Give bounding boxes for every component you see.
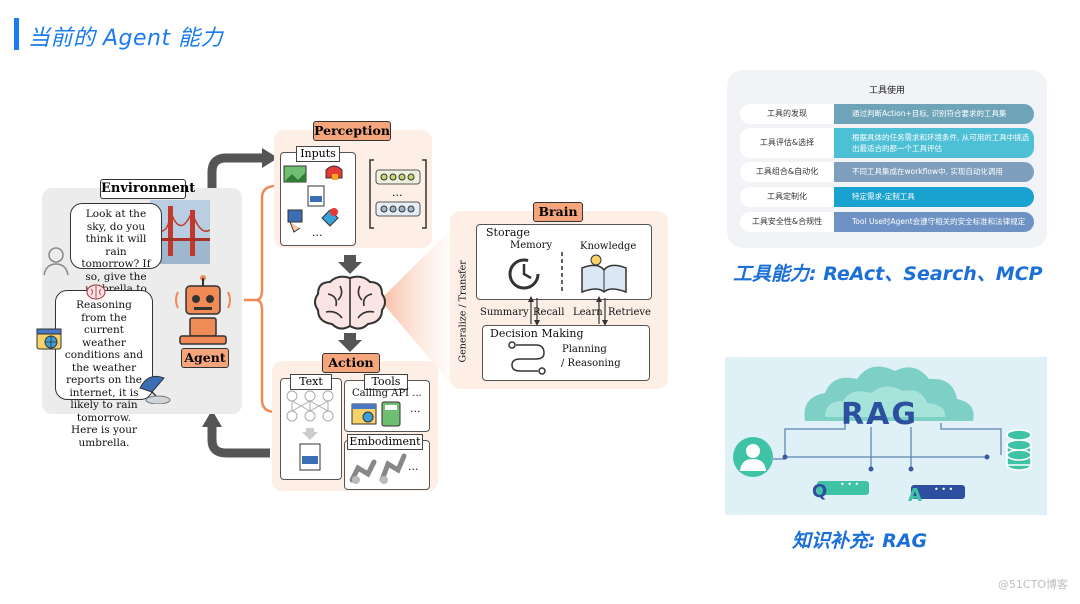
- decision-making-label: Decision Making: [490, 327, 584, 340]
- encoder-ellipsis: ...: [392, 186, 403, 199]
- brain-flow-arrows: [528, 296, 608, 326]
- agent-label: Agent: [181, 348, 229, 368]
- tool-row-desc: 根据具体的任务需求和环境条件, 从可用的工具中挑选出最适合的那一个工具评估: [834, 128, 1034, 158]
- reasoning-label: / Reasoning: [561, 358, 621, 369]
- summary-label: Summary: [480, 307, 529, 318]
- title-accent-bar: [14, 18, 19, 50]
- planning-path-icon: [508, 341, 546, 375]
- generalize-transfer-label: Generalize / Transfer: [457, 260, 469, 363]
- action-label: Action: [322, 353, 380, 373]
- text-action-label: Text: [290, 374, 332, 390]
- tool-row-name: 工具组合&自动化: [740, 162, 834, 182]
- calling-api-label: Calling API ...: [352, 388, 422, 399]
- memory-label: Memory: [510, 240, 553, 251]
- rag-label: RAG: [841, 397, 918, 432]
- inputs-ellipsis: ...: [312, 226, 323, 239]
- rag-a-dots: • • •: [934, 485, 954, 494]
- watermark: @51CTO博客: [997, 578, 1068, 591]
- perception-encoder-icon: [369, 159, 427, 229]
- rag-q-label: Q: [812, 481, 828, 502]
- embodiment-label: Embodiment: [347, 434, 423, 450]
- perception-label: Perception: [313, 121, 391, 141]
- tool-use-title: 工具使用: [868, 86, 905, 96]
- tool-row-name: 工具评估&选择: [740, 128, 834, 158]
- tool-row-desc: Tool Use时Agent会遵守相关的安全标准和法律规定: [834, 212, 1034, 232]
- tool-row-name: 工具定制化: [740, 187, 834, 207]
- knowledge-label: Knowledge: [580, 241, 637, 252]
- text-network-icon: [286, 390, 334, 471]
- tools-ellipsis: ...: [410, 402, 421, 415]
- tool-row-name: 工具的发现: [740, 104, 834, 124]
- tool-row-name: 工具安全性&合规性: [740, 212, 834, 232]
- environment-label: Environment: [100, 179, 195, 199]
- decision-making-box: [482, 325, 650, 381]
- rag-illustration: [733, 366, 1032, 499]
- robot-arm-icons: [349, 453, 407, 484]
- page-title: 当前的 Agent 能力: [28, 26, 224, 51]
- rag-q-dots: • • •: [840, 480, 860, 489]
- tools-label: Tools: [364, 374, 408, 390]
- storage-label: Storage: [486, 226, 530, 239]
- brain-small-icon: [86, 284, 106, 300]
- person-icon: [43, 247, 69, 276]
- retrieve-label: Retrieve: [608, 307, 651, 318]
- umbrella-icon: [139, 375, 171, 404]
- answer-bubble: Reasoning from the current weather condi…: [55, 290, 153, 449]
- tools-caption: 工具能力: ReAct、Search、MCP: [733, 263, 1043, 285]
- tool-icons: [351, 401, 401, 427]
- rag-caption: 知识补充: RAG: [792, 530, 928, 552]
- tool-row-desc: 通过判断Action+目标, 识别符合要求的工具集: [834, 104, 1034, 124]
- memory-knowledge-icons: [508, 252, 627, 294]
- embodiment-ellipsis: ...: [408, 460, 419, 473]
- planning-label: Planning: [562, 344, 607, 355]
- learn-label: Learn: [573, 307, 603, 318]
- brain-icon: [314, 275, 386, 330]
- inputs-label: Inputs: [296, 146, 340, 162]
- question-bubble: Look at the sky, do you think it will ra…: [70, 203, 162, 308]
- rag-a-label: A: [908, 485, 922, 506]
- brain-label: Brain: [533, 202, 583, 222]
- input-modality-icons: [283, 165, 343, 233]
- tool-row-desc: 不同工具集成在workflow中, 实现自动化调用: [834, 162, 1034, 182]
- robot-icon: [175, 275, 231, 345]
- tool-row-desc: 特定需求-定制工具: [834, 187, 1034, 207]
- recall-label: Recall: [533, 307, 565, 318]
- globe-browser-icon: [36, 328, 62, 350]
